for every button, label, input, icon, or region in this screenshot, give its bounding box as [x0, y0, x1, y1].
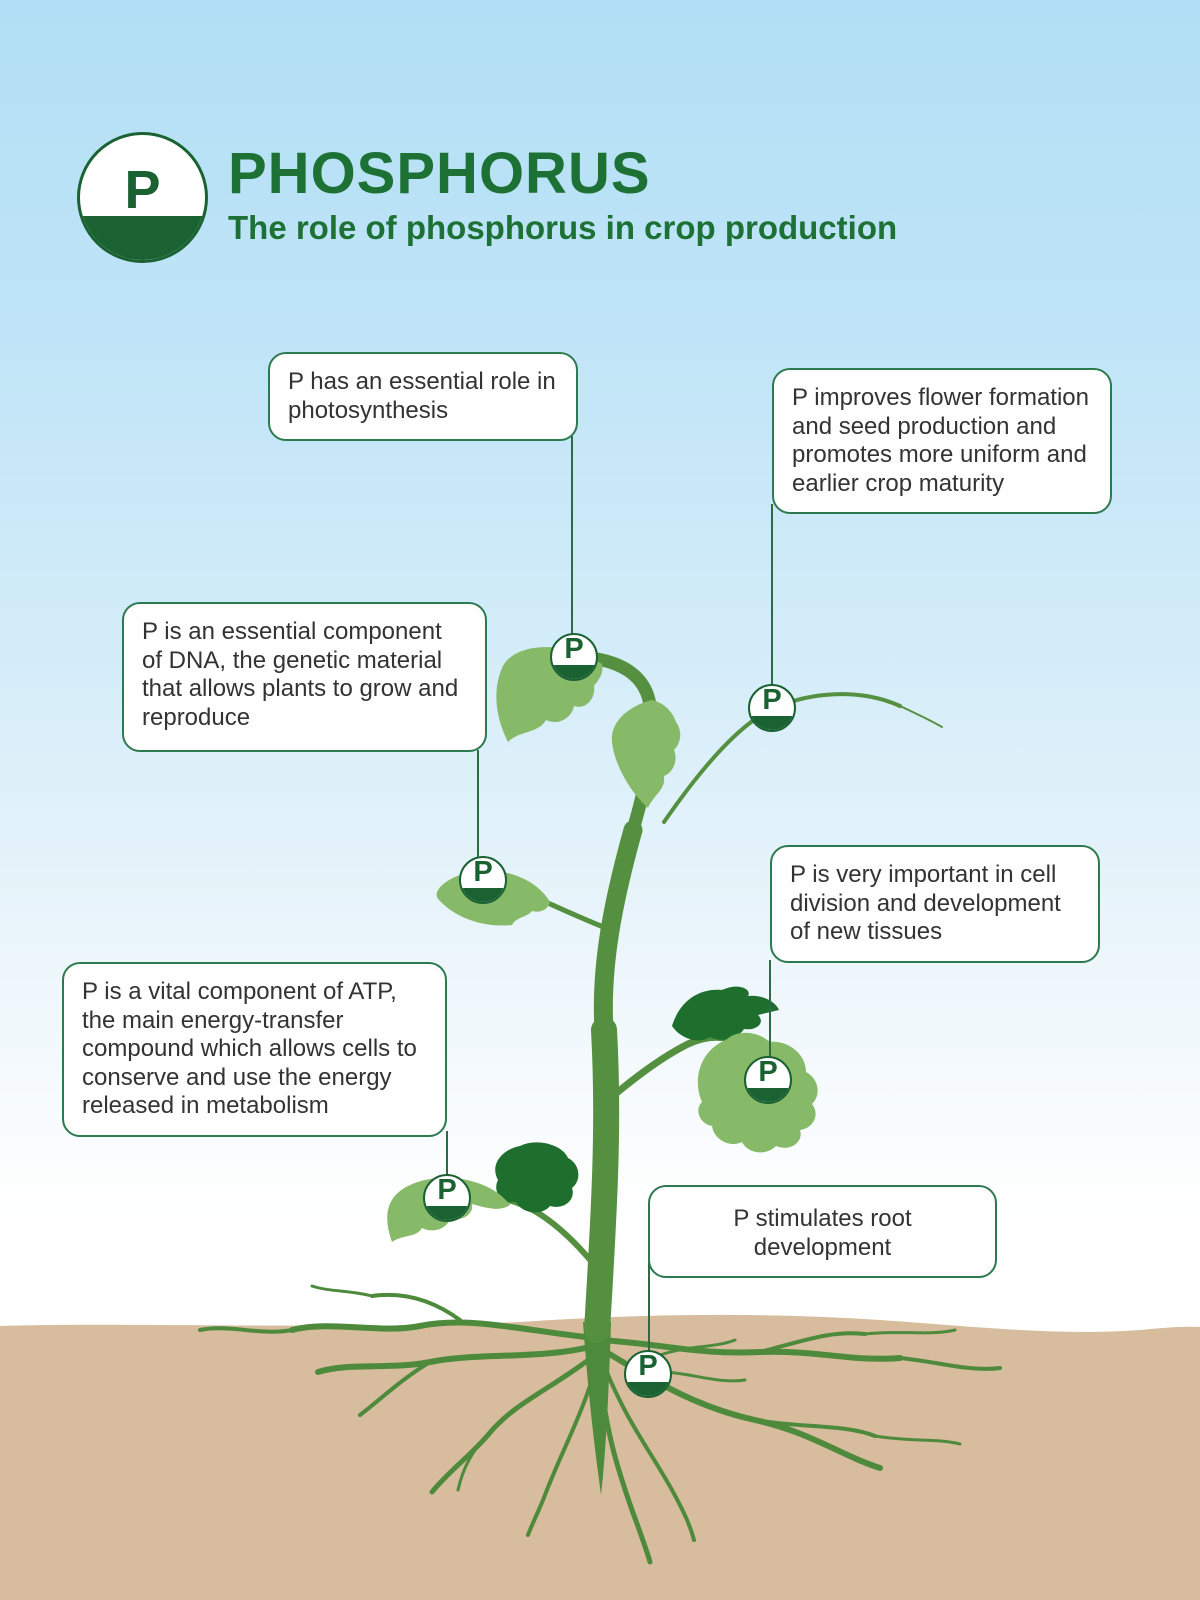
marker-atp: P [423, 1174, 471, 1222]
marker-letter: P [758, 1056, 778, 1089]
marker-letter: P [638, 1350, 658, 1383]
marker-dna: P [459, 856, 507, 904]
marker-fill [461, 887, 505, 902]
marker-photosynthesis: P [550, 633, 598, 681]
leaf-atp-dark [495, 1142, 579, 1213]
marker-letter: P [564, 633, 584, 666]
page-title: PHOSPHORUS [228, 141, 651, 206]
page-subtitle: The role of phosphorus in crop productio… [228, 209, 898, 246]
callout-root-development: P stimulates root development [648, 1185, 997, 1279]
callout-cell-division: P is very important in cell division and… [770, 845, 1100, 963]
marker-fill [626, 1381, 670, 1396]
callout-photosynthesis: P has an essential role in photosynthesi… [268, 352, 578, 442]
marker-cell-division: P [744, 1056, 792, 1104]
phosphorus-logo-icon: P [77, 132, 208, 263]
leaves [387, 647, 818, 1242]
marker-flower-formation: P [748, 684, 796, 732]
callout-flower-formation: P improves flower formation and seed pro… [772, 368, 1112, 515]
connector-lines [446, 436, 773, 1358]
header: P PHOSPHORUS The role of phosphorus in c… [77, 132, 897, 263]
marker-letter: P [473, 856, 493, 889]
marker-letter: P [762, 684, 782, 717]
marker-fill [425, 1205, 469, 1220]
marker-fill [746, 1087, 790, 1102]
marker-fill [552, 664, 596, 679]
callout-dna: P is an essential component of DNA, the … [122, 602, 487, 752]
callout-atp: P is a vital component of ATP, the main … [62, 962, 447, 1137]
logo-fill [80, 216, 205, 260]
marker-root-development: P [624, 1350, 672, 1398]
leaf-cell-dark [672, 986, 779, 1041]
taproot [583, 1322, 611, 1495]
marker-letter: P [437, 1174, 457, 1207]
marker-fill [750, 715, 794, 730]
logo-letter: P [124, 159, 161, 220]
leaf-upper-hanging [611, 700, 681, 808]
